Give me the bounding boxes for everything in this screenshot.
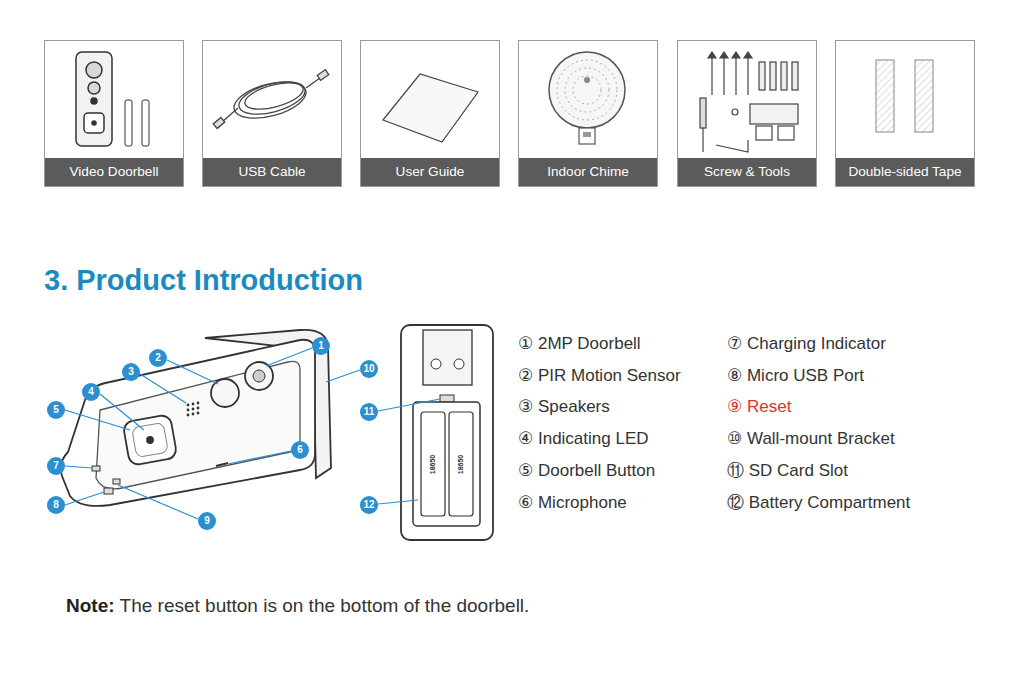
part-name: ⑥ Microphone [518, 493, 627, 513]
item-label: Indoor Chime [519, 158, 657, 186]
item-label: Double-sided Tape [836, 158, 974, 186]
item-box: Screw & Tools [677, 40, 817, 187]
doorbell-picture [76, 52, 149, 146]
doorbell-front-view [61, 330, 331, 506]
chime-picture [549, 52, 625, 144]
part-name: ③ Speakers [518, 397, 610, 417]
note-text: The reset button is on the bottom of the… [120, 594, 530, 618]
battery-label: 18650 [430, 454, 437, 473]
item-box: Indoor Chime [518, 40, 658, 187]
callout-number: 3 [122, 363, 140, 381]
note-heading: Note: [66, 594, 115, 618]
usb-cable-picture [213, 70, 329, 129]
item-box: User Guide [360, 40, 500, 187]
part-name: ⑧ Micro USB Port [727, 366, 864, 386]
doorbell-back-view [401, 325, 493, 540]
callout-number: 7 [47, 457, 65, 475]
callout-number: 5 [47, 401, 65, 419]
item-box: Video Doorbell [44, 40, 184, 187]
item-box: USB Cable [202, 40, 342, 187]
part-name: ④ Indicating LED [518, 429, 649, 449]
part-name: ② PIR Motion Sensor [518, 366, 681, 386]
item-box: Double-sided Tape [835, 40, 975, 187]
item-label: Screw & Tools [678, 158, 816, 186]
callout-number: 11 [360, 403, 378, 421]
callout-number: 9 [198, 512, 216, 530]
battery-label: 18650 [458, 454, 465, 473]
callout-number: 1 [312, 337, 330, 355]
callout-number: 2 [149, 349, 167, 367]
part-name: ⑪ SD Card Slot [727, 461, 848, 481]
tape-picture [876, 60, 933, 132]
callout-number: 8 [47, 496, 65, 514]
callout-number: 4 [82, 383, 100, 401]
part-name: ⑩ Wall-mount Bracket [727, 429, 895, 449]
section-title: 3. Product Introduction [44, 264, 363, 297]
item-label: USB Cable [203, 158, 341, 186]
item-label: User Guide [361, 158, 499, 186]
callout-number: 10 [360, 360, 378, 378]
part-name: ⑫ Battery Compartment [727, 493, 910, 513]
part-name: ⑦ Charging Indicator [727, 334, 886, 354]
leader-lines [65, 348, 440, 519]
part-name: ⑨ Reset [727, 397, 791, 417]
callout-number: 12 [360, 496, 378, 514]
callout-number: 6 [291, 441, 309, 459]
user-guide-picture [383, 74, 478, 142]
part-name: ⑤ Doorbell Button [518, 461, 655, 481]
screws-picture [700, 52, 798, 152]
item-label: Video Doorbell [45, 158, 183, 186]
part-name: ① 2MP Doorbell [518, 334, 641, 354]
